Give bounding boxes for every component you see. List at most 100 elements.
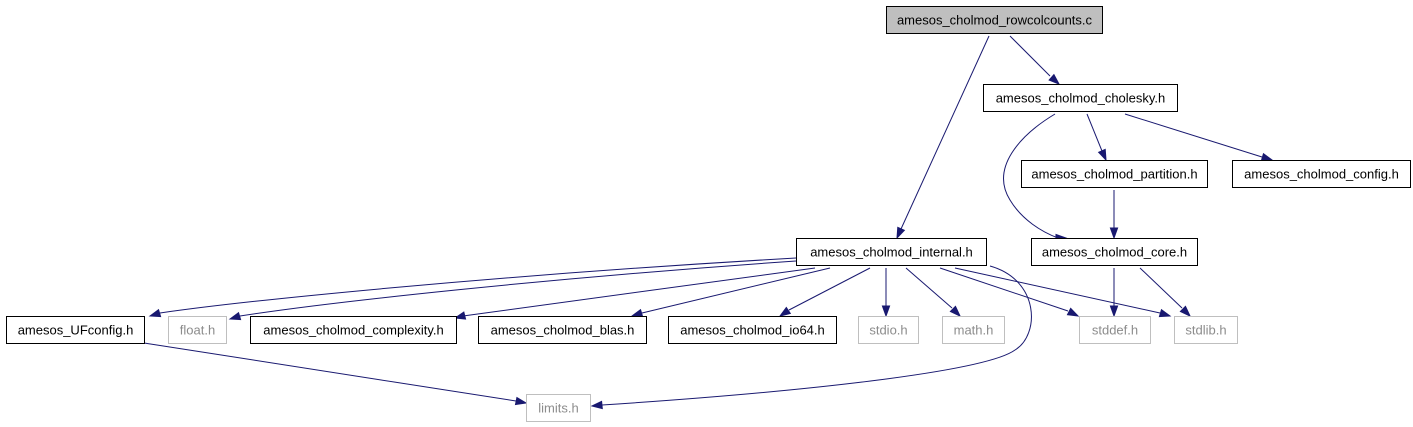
node-label: amesos_cholmod_core.h [1042,245,1187,260]
arrowhead [949,305,962,318]
edge-ufconfig-to-limits [143,342,528,406]
node-box [668,316,837,344]
arrowhead [228,311,242,321]
node-cholesky[interactable]: amesos_cholmod_cholesky.h [983,84,1178,112]
edge-internal-to-stdio [881,268,891,318]
edge-partition-to-core [1109,190,1119,240]
node-box [942,316,1005,344]
node-box [983,84,1178,112]
edge-line [788,267,871,311]
node-label: amesos_cholmod_blas.h [491,323,635,338]
nodes-layer: amesos_cholmod_rowcolcounts.c amesos_chol… [6,6,1411,422]
edge-internal-to-stddef [939,267,1080,317]
arrowhead [1179,305,1192,318]
node-box [1174,316,1238,344]
arrowhead [881,305,891,318]
edge-line [641,267,831,314]
arrowhead [453,311,467,320]
node-float: float.h [168,316,227,344]
arrowhead [1097,148,1107,162]
node-label: math.h [954,323,994,338]
node-ufconfig[interactable]: amesos_UFconfig.h [6,316,145,344]
arrowhead [1158,308,1172,318]
node-rowcolcounts[interactable]: amesos_cholmod_rowcolcounts.c [886,6,1103,34]
edge-internal-to-math [905,267,962,318]
edge-internal-to-limits [590,265,1032,410]
node-label: amesos_cholmod_internal.h [810,245,973,260]
node-label: limits.h [538,401,578,416]
edge-internal-to-float [228,260,797,321]
node-box [1232,160,1411,188]
arrowhead [1260,152,1274,162]
node-blas[interactable]: amesos_cholmod_blas.h [478,316,647,344]
edge-line [1124,113,1263,158]
node-box [168,316,227,344]
edge-line [1009,35,1051,77]
edge-internal-to-blas [630,267,831,318]
node-label: amesos_cholmod_cholesky.h [996,91,1166,106]
edge-internal-to-complexity [453,267,816,320]
node-label: amesos_cholmod_io64.h [680,323,825,338]
node-box [526,394,591,422]
node-internal[interactable]: amesos_cholmod_internal.h [796,238,987,266]
edge-core-to-stdlib [1139,267,1192,318]
node-label: stddef.h [1092,323,1138,338]
edge-line [900,35,990,230]
node-label: stdlib.h [1185,323,1226,338]
node-label: amesos_cholmod_rowcolcounts.c [897,13,1093,28]
edge-line [601,265,1032,406]
node-box [250,316,457,344]
arrowhead [630,308,644,318]
node-box [1079,316,1151,344]
arrowhead [148,308,162,318]
arrowhead [1109,227,1119,240]
edge-internal-to-io64 [778,267,871,317]
node-box [6,316,145,344]
edge-line [1086,113,1103,152]
arrowhead [896,226,906,240]
node-label: amesos_cholmod_partition.h [1031,167,1197,182]
edge-rowcolcounts-to-cholesky [1009,35,1061,85]
arrowhead [1109,305,1119,318]
node-box [796,238,987,266]
node-io64[interactable]: amesos_cholmod_io64.h [668,316,837,344]
edge-line [143,342,517,402]
node-label: amesos_cholmod_complexity.h [263,323,443,338]
arrowhead [590,400,603,410]
node-stdio: stdio.h [858,316,919,344]
node-complexity[interactable]: amesos_cholmod_complexity.h [250,316,457,344]
edge-line [1139,267,1183,309]
edge-line [905,267,953,309]
edge-line [159,257,797,314]
edge-line [462,267,816,317]
edge-line [1003,113,1059,239]
node-stddef: stddef.h [1079,316,1151,344]
edge-cholesky-to-config [1124,113,1274,162]
node-label: float.h [180,323,215,338]
node-label: amesos_UFconfig.h [18,323,134,338]
edges-layer [143,35,1274,410]
node-box [858,316,919,344]
arrowhead [778,306,792,317]
node-config[interactable]: amesos_cholmod_config.h [1232,160,1411,188]
node-label: amesos_cholmod_config.h [1244,167,1399,182]
edge-core-to-stddef [1109,268,1119,318]
arrowhead [1048,73,1061,85]
edge-internal-to-stdlib [954,267,1172,318]
node-limits: limits.h [526,394,591,422]
edge-cholesky-to-partition [1086,113,1107,162]
node-label: stdio.h [869,323,907,338]
node-partition[interactable]: amesos_cholmod_partition.h [1021,160,1208,188]
edge-internal-to-ufconfig [148,257,797,318]
node-box [886,6,1103,34]
node-stdlib: stdlib.h [1174,316,1238,344]
node-core[interactable]: amesos_cholmod_core.h [1031,238,1198,266]
edge-line [939,267,1069,312]
arrowhead [1066,307,1080,317]
node-box [1021,160,1208,188]
edge-rowcolcounts-to-internal [896,35,990,240]
node-math: math.h [942,316,1005,344]
arrowhead [514,396,528,406]
edge-line [239,260,797,317]
